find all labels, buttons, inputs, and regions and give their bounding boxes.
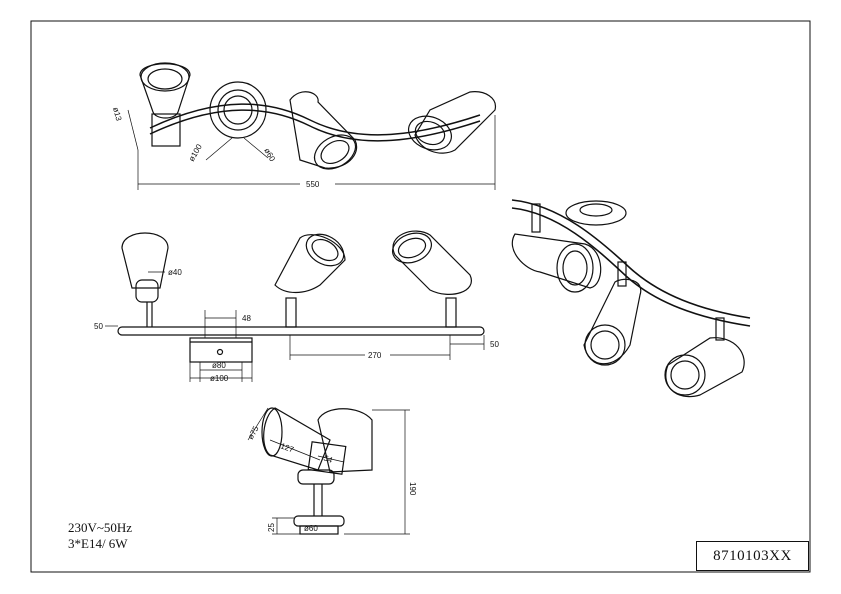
dim-total-height: 190 (408, 482, 417, 496)
side-view (261, 407, 373, 535)
perspective-view (511, 199, 751, 398)
dim-side-base-dia: ø60 (304, 524, 318, 533)
dim-top-tube-dia: ø13 (111, 106, 123, 122)
side-view-dimensions (247, 407, 410, 535)
dim-base-height: 25 (267, 523, 276, 532)
model-number: 8710103XX (713, 547, 792, 564)
model-number-box: 8710103XX (696, 541, 809, 571)
drawing-border (30, 20, 811, 573)
dim-top-base-dia: ø100 (187, 142, 204, 163)
dim-spacing: 270 (368, 351, 382, 360)
spec-bulbs: 3*E14/ 6W (68, 536, 128, 551)
dim-right-end: 50 (490, 340, 499, 349)
dim-side-shade-length: 127 (279, 441, 295, 454)
dim-shade-dia: ø40 (168, 268, 182, 277)
top-view (139, 62, 496, 170)
dim-arm-offset: 48 (242, 314, 251, 323)
dim-total-length: 550 (306, 180, 320, 189)
top-view-dimensions (127, 109, 496, 190)
front-view-dimensions (105, 271, 485, 382)
dim-side-shade-neck: 54 (322, 453, 334, 465)
front-view (117, 230, 485, 363)
spec-voltage: 230V~50Hz (68, 520, 133, 535)
dim-base-outer-dia: ø100 (210, 374, 229, 383)
dim-base-inner-dia: ø80 (212, 361, 226, 370)
dim-side-shade-dia: ø75 (246, 424, 261, 441)
dim-left-end: 50 (94, 322, 103, 331)
